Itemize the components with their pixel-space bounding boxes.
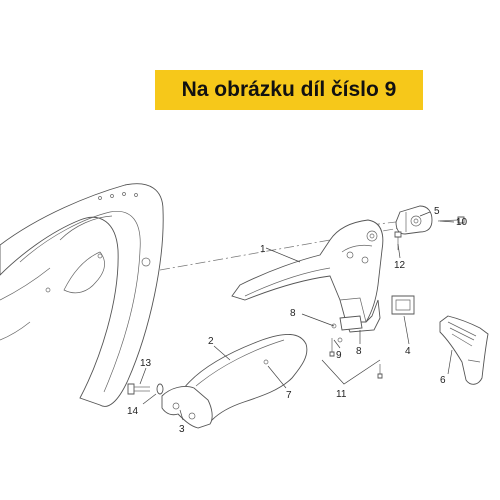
callout-8: 8 [290,308,296,319]
leader-lines [139,211,455,421]
callout-14: 14 [127,406,139,417]
callout-10: 10 [456,217,468,228]
washer-14 [156,383,164,395]
part-number-banner: Na obrázku díl číslo 9 [155,70,423,110]
callout-9: 9 [336,350,342,361]
callout-1: 1 [260,244,266,255]
seat-body-outline [0,183,164,407]
callout-5: 5 [434,206,440,217]
callout-4: 4 [405,346,411,357]
plate-holder-bracket [231,219,384,323]
callout-3: 3 [179,424,185,435]
centerline [159,239,331,271]
reflector-plate [391,295,415,315]
callout-2: 2 [208,336,214,347]
callout-6: 6 [440,375,446,386]
callout-labels: 1 2 3 4 5 6 7 8 8 9 10 11 12 13 14 [127,206,468,435]
splash-guard [161,385,213,429]
bolt-13 [127,383,150,395]
callout-7: 7 [286,390,292,401]
callout-11: 11 [336,389,347,400]
callout-12: 12 [394,260,406,271]
small-hardware [329,323,383,379]
licence-light [395,205,433,235]
callout-13: 13 [140,358,152,369]
screw-12 [394,231,402,250]
plate-mount-lower [339,299,381,333]
side-trim [439,315,489,385]
centerline [329,227,401,241]
callout-8-second: 8 [356,346,362,357]
banner-text: Na obrázku díl číslo 9 [181,78,397,101]
